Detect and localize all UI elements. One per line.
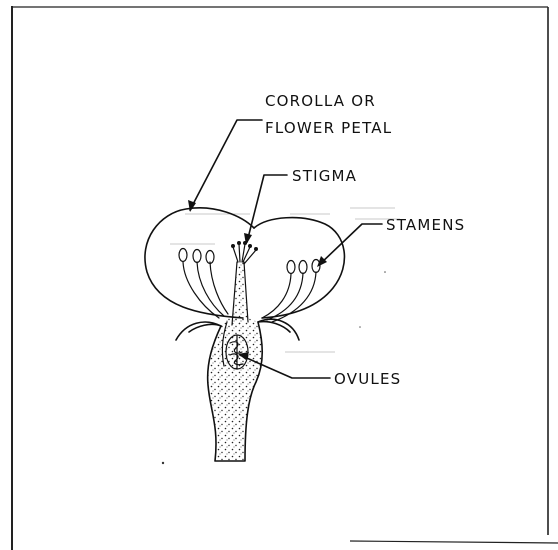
right-sepal — [258, 319, 299, 340]
stigma-branches — [231, 241, 258, 264]
scan-artifacts — [162, 208, 400, 464]
label-ovules: OVULES — [334, 370, 401, 388]
label-corolla-line2: FLOWER PETAL — [265, 119, 392, 137]
label-corolla-line1: COROLLA OR — [265, 92, 376, 110]
stamens-leader — [317, 224, 382, 267]
corolla-leader — [188, 120, 262, 212]
left-sepal — [176, 322, 221, 340]
page-frame — [12, 6, 558, 550]
stigma-leader — [244, 175, 287, 245]
right-stamens — [262, 260, 320, 323]
label-stigma: STIGMA — [292, 167, 357, 185]
label-stamens: STAMENS — [386, 216, 465, 234]
